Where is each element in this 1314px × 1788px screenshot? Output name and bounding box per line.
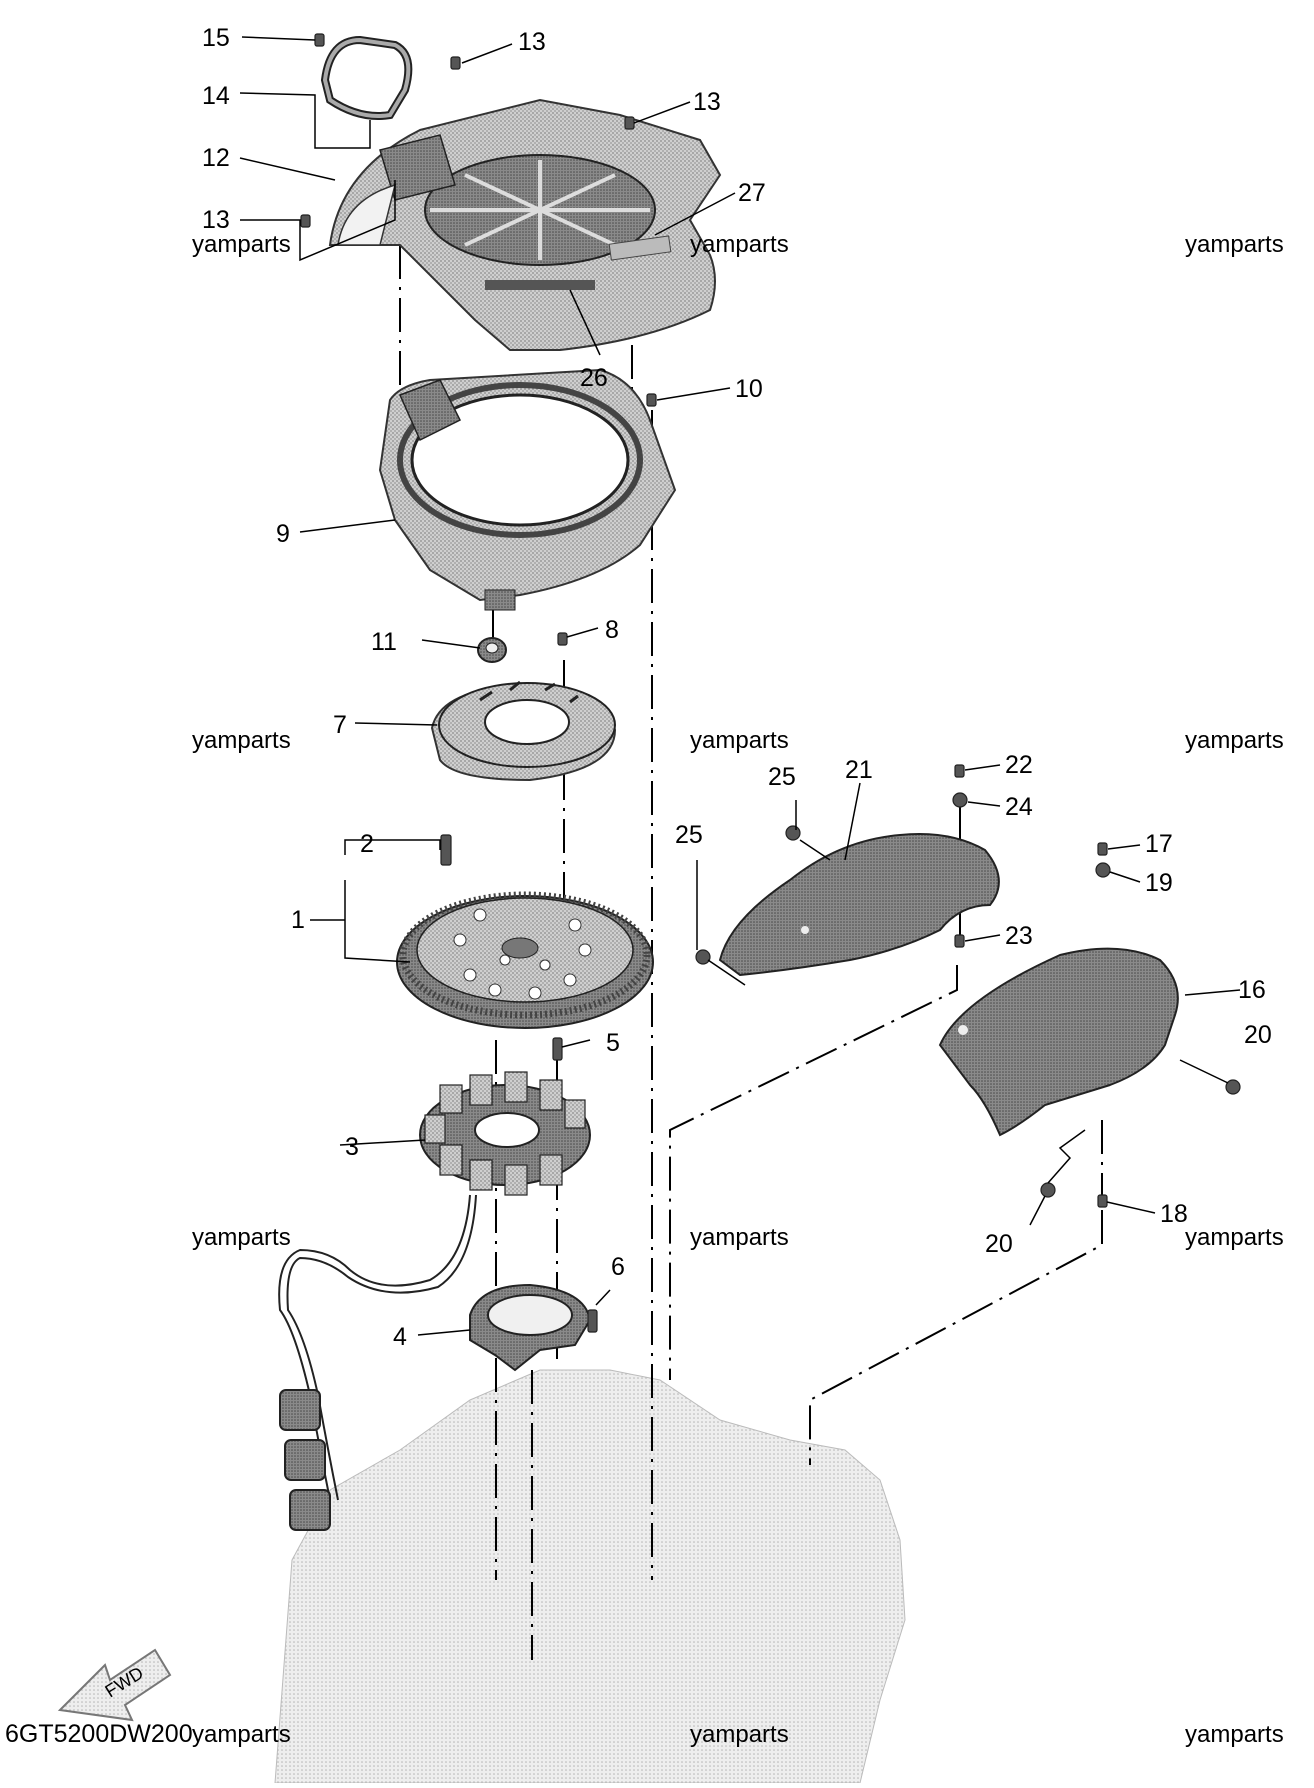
callout-26: 26 xyxy=(580,364,608,392)
watermark: yamparts xyxy=(690,727,789,754)
watermark: yamparts xyxy=(192,1224,291,1251)
leader-lines xyxy=(239,36,1241,1336)
callout-5: 5 xyxy=(606,1029,620,1057)
watermark: yamparts xyxy=(192,727,291,754)
pulley-part-11 xyxy=(477,637,507,663)
flywheel-part-1 xyxy=(396,891,654,1029)
stator-part-3 xyxy=(419,1071,591,1196)
cover-part-16 xyxy=(938,947,1179,1137)
fasteners xyxy=(300,33,1241,1333)
callout-labels: 15 14 12 13 13 13 27 26 10 9 11 8 7 2 1 … xyxy=(202,24,1272,1351)
top-cover-part-12 xyxy=(328,98,722,351)
callout-2: 2 xyxy=(360,830,374,858)
callout-17: 17 xyxy=(1145,830,1173,858)
callout-13: 13 xyxy=(518,28,546,56)
wire-harness xyxy=(278,1194,477,1531)
gasket-part-14 xyxy=(320,35,413,120)
callout-8: 8 xyxy=(605,616,619,644)
watermark: yamparts xyxy=(690,1224,789,1251)
callout-13: 13 xyxy=(693,88,721,116)
callout-9: 9 xyxy=(276,520,290,548)
engine-block xyxy=(274,1369,906,1784)
callout-25: 25 xyxy=(768,763,796,791)
callout-24: 24 xyxy=(1005,793,1033,821)
callout-12: 12 xyxy=(202,144,230,172)
callout-10: 10 xyxy=(735,375,763,403)
watermark: yamparts xyxy=(1185,727,1284,754)
watermarks: yamparts yamparts yamparts yamparts yamp… xyxy=(192,231,1284,1748)
diagram-code: 6GT5200DW200 xyxy=(5,1720,193,1748)
assembly-lines xyxy=(399,245,1103,1660)
callout-7: 7 xyxy=(333,711,347,739)
callout-20: 20 xyxy=(985,1230,1013,1258)
watermark: yamparts xyxy=(1185,231,1284,258)
rotor-plate-part-7 xyxy=(430,680,617,782)
watermark: yamparts xyxy=(690,1721,789,1748)
callout-11: 11 xyxy=(371,628,397,656)
callout-13: 13 xyxy=(202,206,230,234)
flywheel-housing-part-9 xyxy=(378,368,677,611)
callout-16: 16 xyxy=(1238,976,1266,1004)
callout-15: 15 xyxy=(202,24,230,52)
fwd-arrow-icon: FWD xyxy=(57,1648,172,1722)
callout-21: 21 xyxy=(845,756,873,784)
bracket-part-4 xyxy=(469,1283,592,1372)
callout-19: 19 xyxy=(1145,869,1173,897)
callout-27: 27 xyxy=(738,179,766,207)
callout-1: 1 xyxy=(291,906,305,934)
callout-22: 22 xyxy=(1005,751,1033,779)
callout-23: 23 xyxy=(1005,922,1033,950)
watermark: yamparts xyxy=(192,231,291,258)
callout-4: 4 xyxy=(393,1323,407,1351)
callout-14: 14 xyxy=(202,82,230,110)
watermark: yamparts xyxy=(192,1721,291,1748)
callout-6: 6 xyxy=(611,1253,625,1281)
callout-20: 20 xyxy=(1244,1021,1272,1049)
cover-part-21 xyxy=(718,833,1000,977)
callout-25: 25 xyxy=(675,821,703,849)
callout-18: 18 xyxy=(1160,1200,1188,1228)
callout-3: 3 xyxy=(345,1133,359,1161)
watermark: yamparts xyxy=(1185,1721,1284,1748)
watermark: yamparts xyxy=(1185,1224,1284,1251)
watermark: yamparts xyxy=(690,231,789,258)
